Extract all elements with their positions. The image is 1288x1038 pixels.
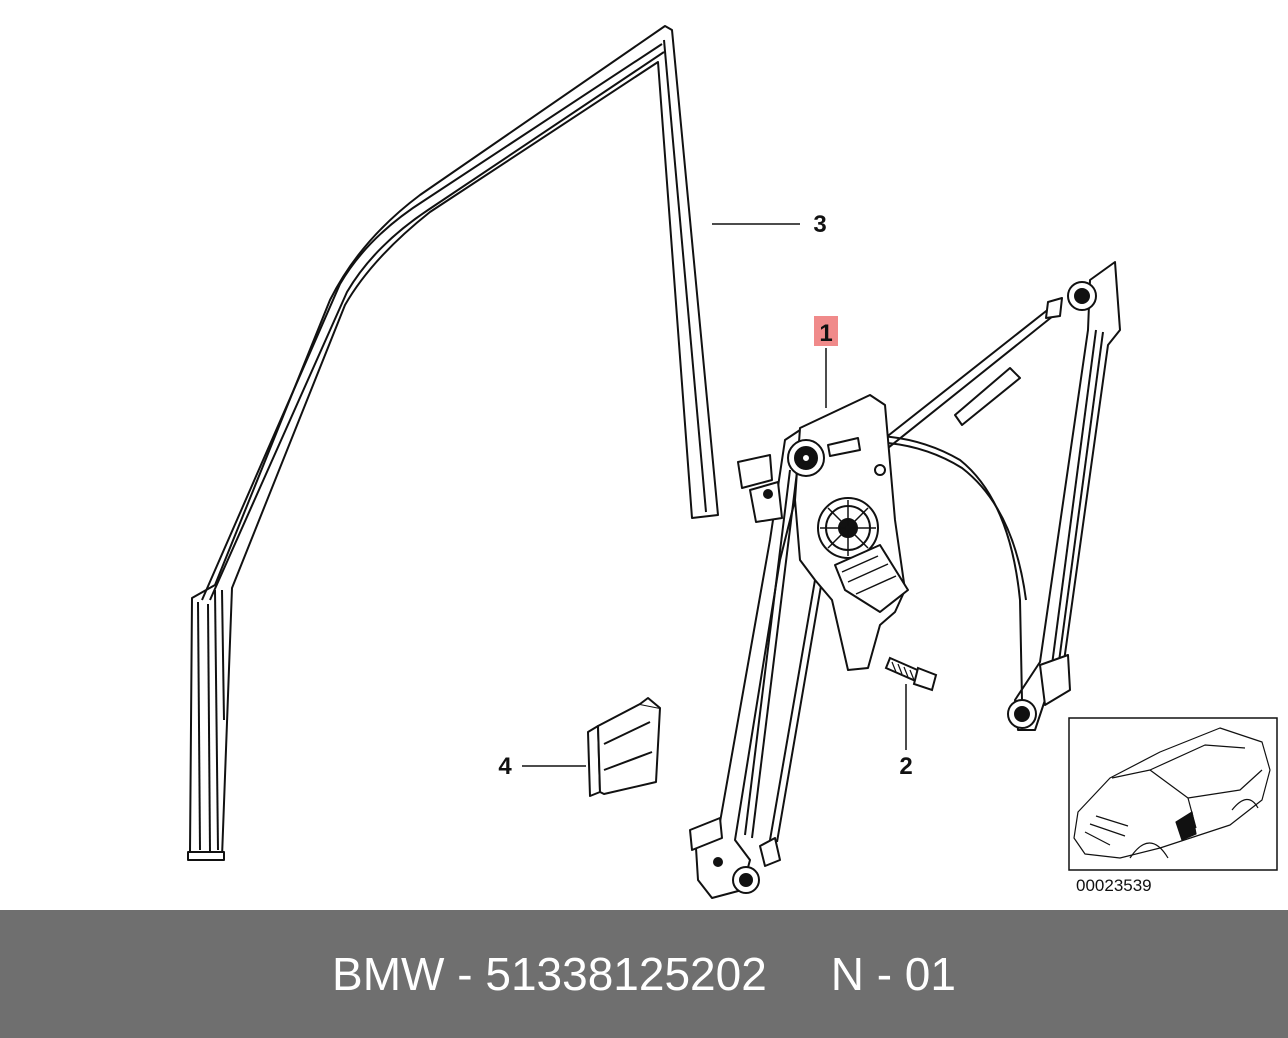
vehicle-location-inset <box>1068 717 1278 871</box>
callout-4: 4 <box>498 753 512 780</box>
callout-3: 3 <box>813 211 826 238</box>
diagram-code: N - 01 <box>830 948 956 1000</box>
separator: - <box>444 948 486 1000</box>
callout-1-highlight <box>814 316 838 346</box>
part-number: 51338125202 <box>485 948 767 1000</box>
callout-1: 1 <box>819 320 832 347</box>
car-outline-icon <box>1073 727 1271 859</box>
callout-2: 2 <box>899 753 912 780</box>
window-regulator-diagram: 1 2 3 4 00023539 <box>187 25 1278 899</box>
regulator-clip <box>587 697 661 797</box>
part-info-footer: BMW - 51338125202 N - 01 <box>0 910 1288 1038</box>
brand-name: BMW <box>332 948 445 1000</box>
part-info-text: BMW - 51338125202 N - 01 <box>0 910 1288 1038</box>
window-guide-rail <box>187 25 719 861</box>
spacer <box>767 948 831 1000</box>
window-regulator-assembly <box>689 261 1121 899</box>
leader-lines <box>522 223 907 767</box>
catalog-number: 00023539 <box>1076 876 1152 895</box>
bolt <box>884 656 938 692</box>
